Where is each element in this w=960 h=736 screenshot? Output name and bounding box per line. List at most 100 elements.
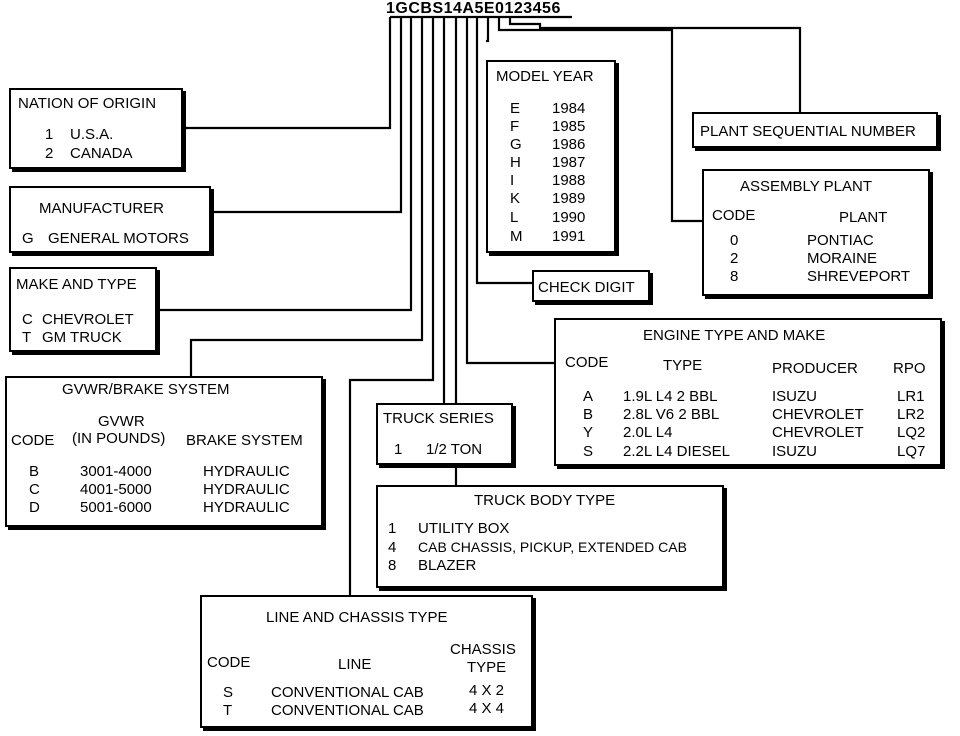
plant-sequential-title: PLANT SEQUENTIAL NUMBER xyxy=(700,123,916,140)
truck-series-value: 1/2 TON xyxy=(426,441,483,458)
model-year-code-1: E xyxy=(510,100,521,117)
engine-col-rpo: RPO xyxy=(893,360,926,377)
manufacturer-title: MANUFACTURER xyxy=(39,200,165,217)
engine-col-type: TYPE xyxy=(663,357,703,374)
line-chassis-col-code: CODE xyxy=(207,654,251,671)
engine-type-box xyxy=(554,318,942,466)
truck-series-box xyxy=(376,403,513,465)
model-year-value-4: 1987 xyxy=(552,154,586,171)
engine-code-3: Y xyxy=(583,424,594,441)
body-type-code-2: 4 xyxy=(388,539,397,556)
gvwr-title: GVWR/BRAKE SYSTEM xyxy=(62,381,230,398)
engine-rpo-4: LQ7 xyxy=(897,443,926,460)
line-chassis-line-2: CONVENTIONAL CAB xyxy=(271,702,424,719)
connector-make xyxy=(157,17,413,312)
engine-code-2: B xyxy=(583,406,594,423)
gvwr-code-3: D xyxy=(29,499,40,516)
body-type-code-1: 1 xyxy=(388,520,397,537)
line-chassis-col-chassis-1: CHASSIS xyxy=(450,641,516,658)
engine-type-4: 2.2L L4 DIESEL xyxy=(623,443,731,460)
gvwr-brake-2: HYDRAULIC xyxy=(203,481,290,498)
assembly-plant-2: MORAINE xyxy=(807,250,878,267)
model-year-code-7: L xyxy=(510,209,519,226)
make-value-2: GM TRUCK xyxy=(42,329,122,346)
line-chassis-line-1: CONVENTIONAL CAB xyxy=(271,684,424,701)
make-and-type-box xyxy=(9,267,157,352)
gvwr-range-2: 4001-5000 xyxy=(80,481,152,498)
line-chassis-code-2: T xyxy=(223,702,233,719)
connector-manufacturer xyxy=(211,17,403,214)
nation-value-1: U.S.A. xyxy=(70,126,114,143)
connector-plant-sequential xyxy=(508,17,802,112)
manufacturer-box xyxy=(9,186,211,253)
connector-nation xyxy=(183,17,392,130)
gvwr-brake-1: HYDRAULIC xyxy=(203,463,290,480)
engine-producer-3: CHEVROLET xyxy=(772,424,864,441)
make-code-2: T xyxy=(22,329,32,346)
assembly-col-code: CODE xyxy=(712,207,756,224)
engine-producer-4: ISUZU xyxy=(772,443,817,460)
model-year-box xyxy=(486,60,616,253)
line-chassis-code-1: S xyxy=(223,684,234,701)
engine-rpo-2: LR2 xyxy=(897,406,925,423)
model-year-value-7: 1990 xyxy=(552,209,586,226)
nation-code-2: 2 xyxy=(45,145,54,162)
engine-rpo-1: LR1 xyxy=(897,388,925,405)
model-year-code-8: M xyxy=(510,228,523,245)
engine-rpo-3: LQ2 xyxy=(897,424,926,441)
model-year-code-4: H xyxy=(510,154,521,171)
body-type-value-2: CAB CHASSIS, PICKUP, EXTENDED CAB xyxy=(418,539,687,555)
nation-value-2: CANADA xyxy=(70,145,133,162)
connector-assembly-plant xyxy=(497,17,702,223)
assembly-plant-3: SHREVEPORT xyxy=(807,268,911,285)
connector-model-year xyxy=(486,17,490,43)
line-chassis-type-2: 4 X 4 xyxy=(469,700,505,717)
engine-producer-1: ISUZU xyxy=(772,388,817,405)
model-year-value-6: 1989 xyxy=(552,190,586,207)
engine-type-3: 2.0L L4 xyxy=(623,424,673,441)
model-year-code-2: F xyxy=(510,118,520,135)
line-chassis-type-1: 4 X 2 xyxy=(469,682,505,699)
connector-check-digit xyxy=(475,17,532,285)
make-title: MAKE AND TYPE xyxy=(16,276,137,293)
body-type-value-1: UTILITY BOX xyxy=(418,520,510,537)
engine-code-1: A xyxy=(583,388,594,405)
make-value-1: CHEVROLET xyxy=(42,311,134,328)
line-chassis-col-chassis-2: TYPE xyxy=(467,659,507,676)
vin-code: 1GCBS14A5E0123456 xyxy=(386,0,561,17)
model-year-value-8: 1991 xyxy=(552,228,586,245)
model-year-code-5: I xyxy=(510,172,515,189)
gvwr-range-3: 5001-6000 xyxy=(80,499,152,516)
line-chassis-box xyxy=(200,595,533,728)
truck-series-code: 1 xyxy=(394,441,403,458)
gvwr-col-code: CODE xyxy=(11,432,55,449)
line-chassis-title: LINE AND CHASSIS TYPE xyxy=(266,609,448,626)
manufacturer-value: GENERAL MOTORS xyxy=(48,230,189,247)
gvwr-col-brake: BRAKE SYSTEM xyxy=(186,432,303,449)
engine-type-1: 1.9L L4 2 BBL xyxy=(623,388,718,405)
model-year-title: MODEL YEAR xyxy=(496,68,594,85)
gvwr-code-1: B xyxy=(29,463,40,480)
engine-col-code: CODE xyxy=(565,354,609,371)
assembly-code-1: 0 xyxy=(730,232,739,249)
body-type-code-3: 8 xyxy=(388,557,397,574)
plant-sequential-box xyxy=(692,112,938,148)
nation-code-1: 1 xyxy=(45,126,54,143)
gvwr-range-1: 3001-4000 xyxy=(80,463,152,480)
model-year-code-3: G xyxy=(510,136,522,153)
gvwr-code-2: C xyxy=(29,481,40,498)
engine-col-producer: PRODUCER xyxy=(772,360,858,377)
engine-producer-2: CHEVROLET xyxy=(772,406,864,423)
body-type-value-3: BLAZER xyxy=(418,557,477,574)
line-chassis-col-line: LINE xyxy=(338,656,372,673)
model-year-value-3: 1986 xyxy=(552,136,586,153)
make-code-1: C xyxy=(22,311,33,328)
connector-engine xyxy=(465,17,554,365)
check-digit-title: CHECK DIGIT xyxy=(538,279,635,296)
nation-of-origin-box xyxy=(9,88,183,169)
check-digit-box xyxy=(532,270,650,302)
body-type-title: TRUCK BODY TYPE xyxy=(474,492,616,509)
engine-code-4: S xyxy=(583,443,594,460)
